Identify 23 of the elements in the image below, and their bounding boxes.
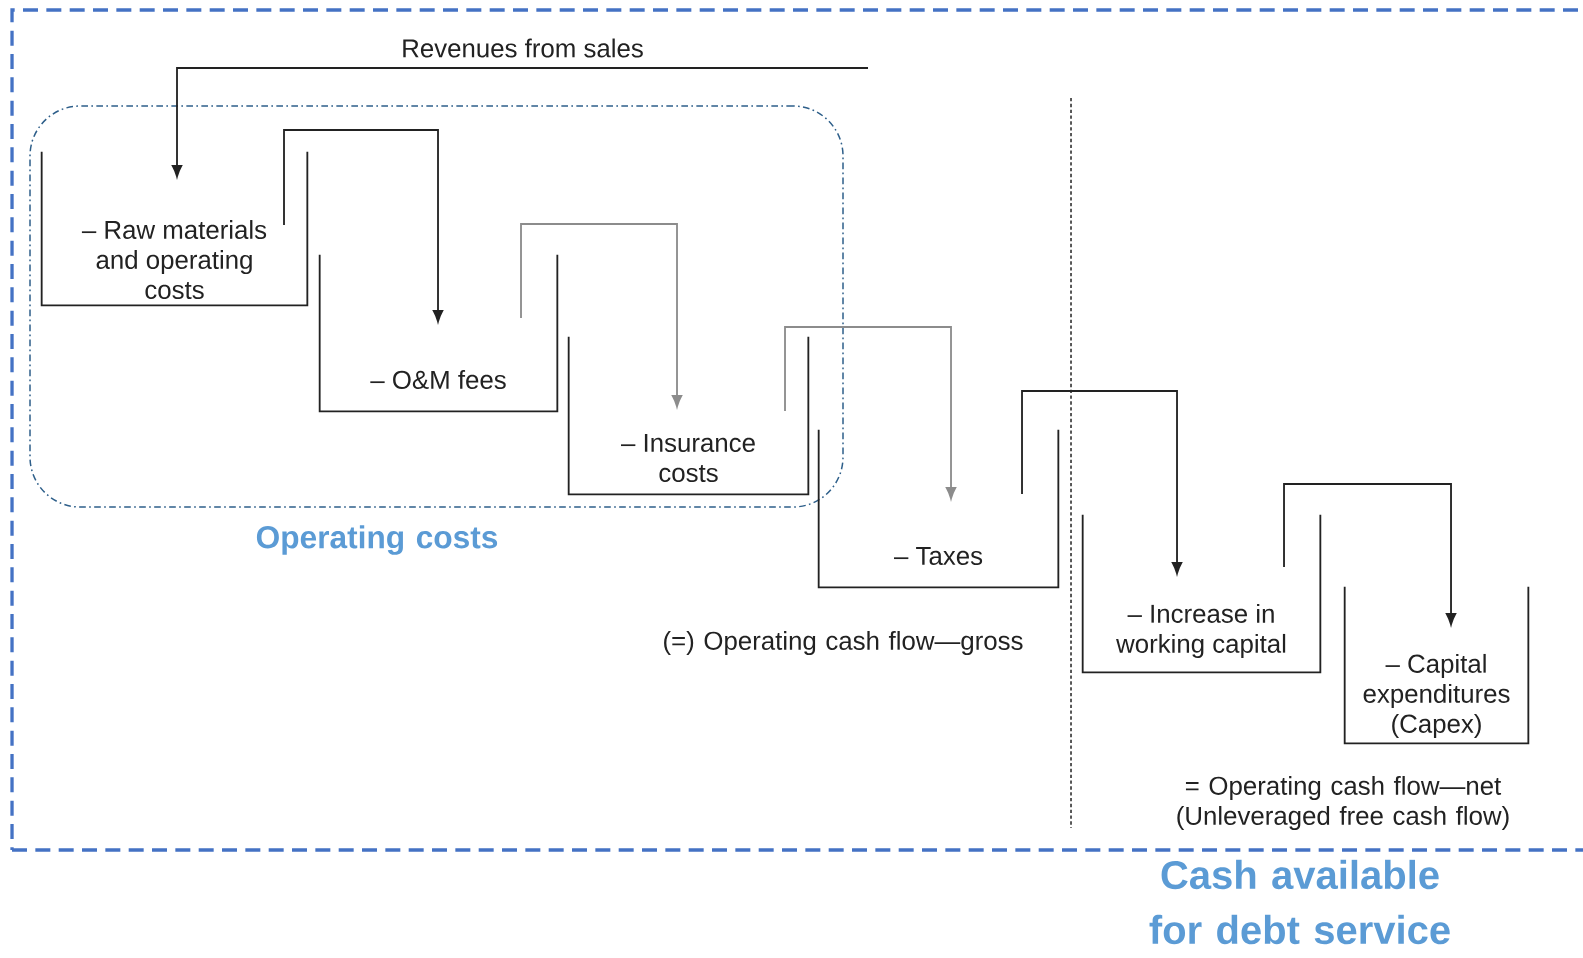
node-text: – O&M fees <box>370 370 506 390</box>
result-label: (=) Operating cash flow—gross <box>664 630 1023 656</box>
bucket: – O&M fees <box>318 253 559 413</box>
flow-label: Revenues from sales <box>403 38 643 58</box>
arrow <box>171 67 869 178</box>
arrow <box>520 223 683 408</box>
region-heading: Cash available for debt service <box>1149 859 1450 945</box>
bucket: – Taxes <box>817 428 1060 589</box>
bucket: – Increase in working capital <box>1081 513 1322 674</box>
node-text: – Capital expenditures (Capex) <box>1363 653 1510 739</box>
arrow <box>1021 390 1183 575</box>
arrow <box>1283 483 1457 626</box>
arrow <box>283 129 444 323</box>
node-text: – Increase in working capital <box>1116 603 1286 659</box>
region-heading: Operating costs <box>256 525 498 555</box>
bucket: – Raw materials and operating costs <box>40 150 309 307</box>
bucket: – Insurance costs <box>567 335 810 496</box>
node-text: – Raw materials and operating costs <box>81 220 267 300</box>
arrow <box>784 326 957 500</box>
result-label: = Operating cash flow—net (Unleveraged free cash flow) <box>1177 775 1509 831</box>
node-text: – Taxes <box>894 546 983 566</box>
node-text: – Insurance costs <box>621 433 755 483</box>
bucket: – Capital expenditures (Capex) <box>1343 585 1530 745</box>
